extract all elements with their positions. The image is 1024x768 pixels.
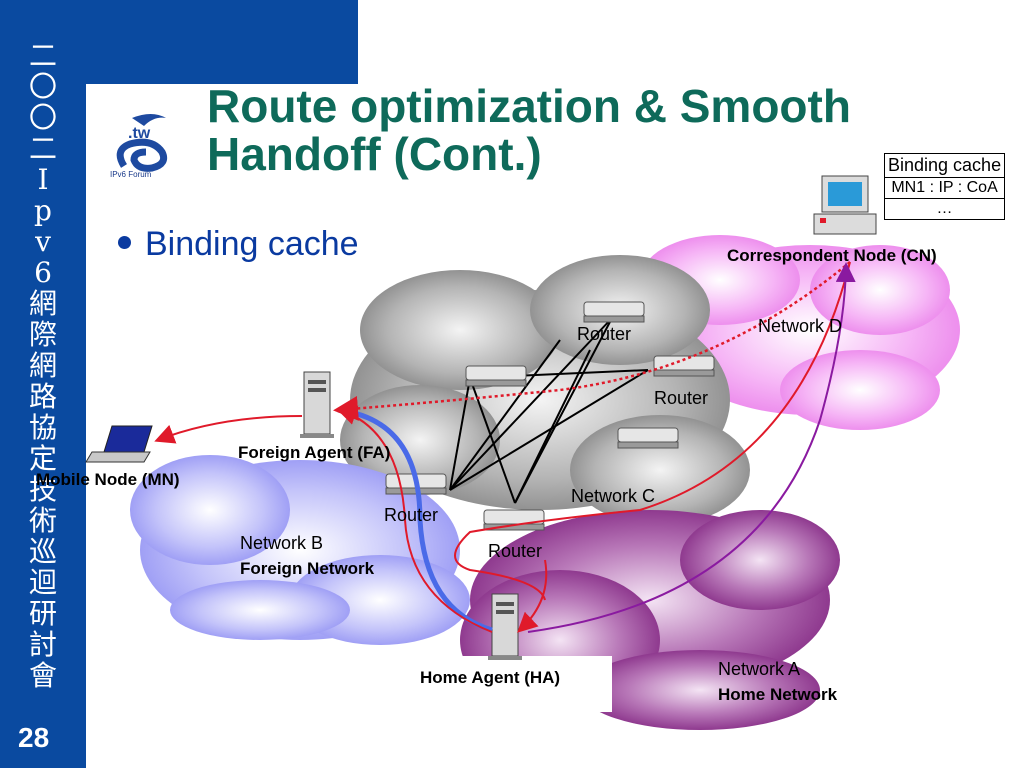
vertical-title-char: 術: [28, 504, 57, 537]
cn-label: Correspondent Node (CN): [727, 246, 937, 265]
vertical-title-char: 協: [28, 411, 57, 444]
vertical-title-char: 〇: [28, 101, 57, 134]
bullet-dot-icon: [118, 235, 131, 249]
vertical-title-char: 研: [28, 597, 57, 630]
vertical-title-char: 技: [28, 473, 57, 506]
title-line-1: Route optimization & Smooth: [207, 80, 851, 132]
vertical-title-char: 6: [34, 256, 52, 289]
ha-label-background: [372, 656, 612, 712]
foreign-agent-server-icon: [300, 371, 334, 438]
vertical-title-char: I: [37, 163, 49, 196]
logo-caption: IPv6 Forum: [110, 170, 152, 179]
vertical-title-char: 二: [28, 39, 57, 72]
correspondent-node-computer-icon: [813, 175, 877, 235]
red-arrow-fa-to-mn: [154, 415, 303, 444]
red-arrow-ha-to-fa: [336, 405, 493, 633]
blue-tunnel-path: [337, 407, 493, 633]
network-b-label: Network B: [240, 533, 323, 553]
network-c-label: Network C: [571, 486, 655, 506]
vertical-title-char: p: [34, 194, 52, 227]
slide-title: Route optimization & Smooth Handoff (Con…: [207, 82, 947, 178]
router-icon-lower-right: [617, 427, 679, 449]
red-dotted-cn-to-fa: [333, 261, 851, 421]
fa-label: Foreign Agent (FA): [238, 443, 390, 462]
router-icon-left: [465, 365, 527, 387]
router-icon-ha: [483, 509, 545, 531]
binding-cache-row: MN1 : IP : CoA: [883, 177, 1006, 199]
title-line-2: Handoff (Cont.): [207, 128, 542, 180]
vertical-title-char: 二: [28, 132, 57, 165]
network-a-sublabel: Home Network: [718, 685, 838, 704]
router-label-top: Router: [577, 324, 631, 344]
router-label-ha: Router: [488, 541, 542, 561]
page-number: 28: [18, 722, 50, 753]
red-arrow-ha-end: [517, 559, 548, 633]
vertical-title-char: 迴: [28, 566, 57, 599]
vertical-title-char: 網: [28, 349, 57, 382]
vertical-title-char: 際: [28, 318, 57, 351]
mobile-node-laptop-icon: [85, 425, 153, 463]
router-label-fa: Router: [384, 505, 438, 525]
vertical-title-char: 會: [28, 659, 57, 692]
vertical-title-char: 巡: [28, 535, 57, 568]
router-label-right: Router: [654, 388, 708, 408]
header-band: [86, 0, 358, 84]
router-icon-top: [583, 301, 645, 323]
purple-arrow-ha-to-cn: [527, 262, 856, 633]
logo-domain-text: .tw: [128, 125, 151, 142]
vertical-title-char: 路: [28, 380, 57, 413]
vertical-title-char: v: [35, 225, 51, 258]
home-agent-server-icon: [488, 593, 522, 660]
bullet-text: Binding cache: [145, 225, 359, 263]
bullet-item: Binding cache: [118, 225, 359, 264]
vertical-title-char: 〇: [28, 70, 57, 103]
network-a-label: Network A: [718, 659, 800, 679]
vertical-title-char: 定: [28, 442, 57, 475]
sidebar: [0, 0, 86, 768]
vertical-title-char: 網: [28, 287, 57, 320]
vertical-title-char: 討: [28, 628, 57, 661]
binding-cache-row: …: [883, 198, 1006, 220]
ha-label: Home Agent (HA): [420, 668, 560, 687]
binding-cache-table: Binding cache MN1 : IP : CoA …: [883, 153, 1006, 220]
red-arrow-cn-to-ha: [454, 261, 851, 601]
network-b-cloud: [130, 455, 470, 645]
network-d-label: Network D: [758, 316, 842, 336]
network-d-cloud: [640, 235, 960, 430]
binding-cache-header: Binding cache: [883, 153, 1006, 178]
network-b-sublabel: Foreign Network: [240, 559, 375, 578]
router-icon-right: [653, 355, 715, 377]
mn-label: Mobile Node (MN): [36, 470, 180, 489]
ipv6-forum-logo: .tw: [116, 114, 168, 172]
